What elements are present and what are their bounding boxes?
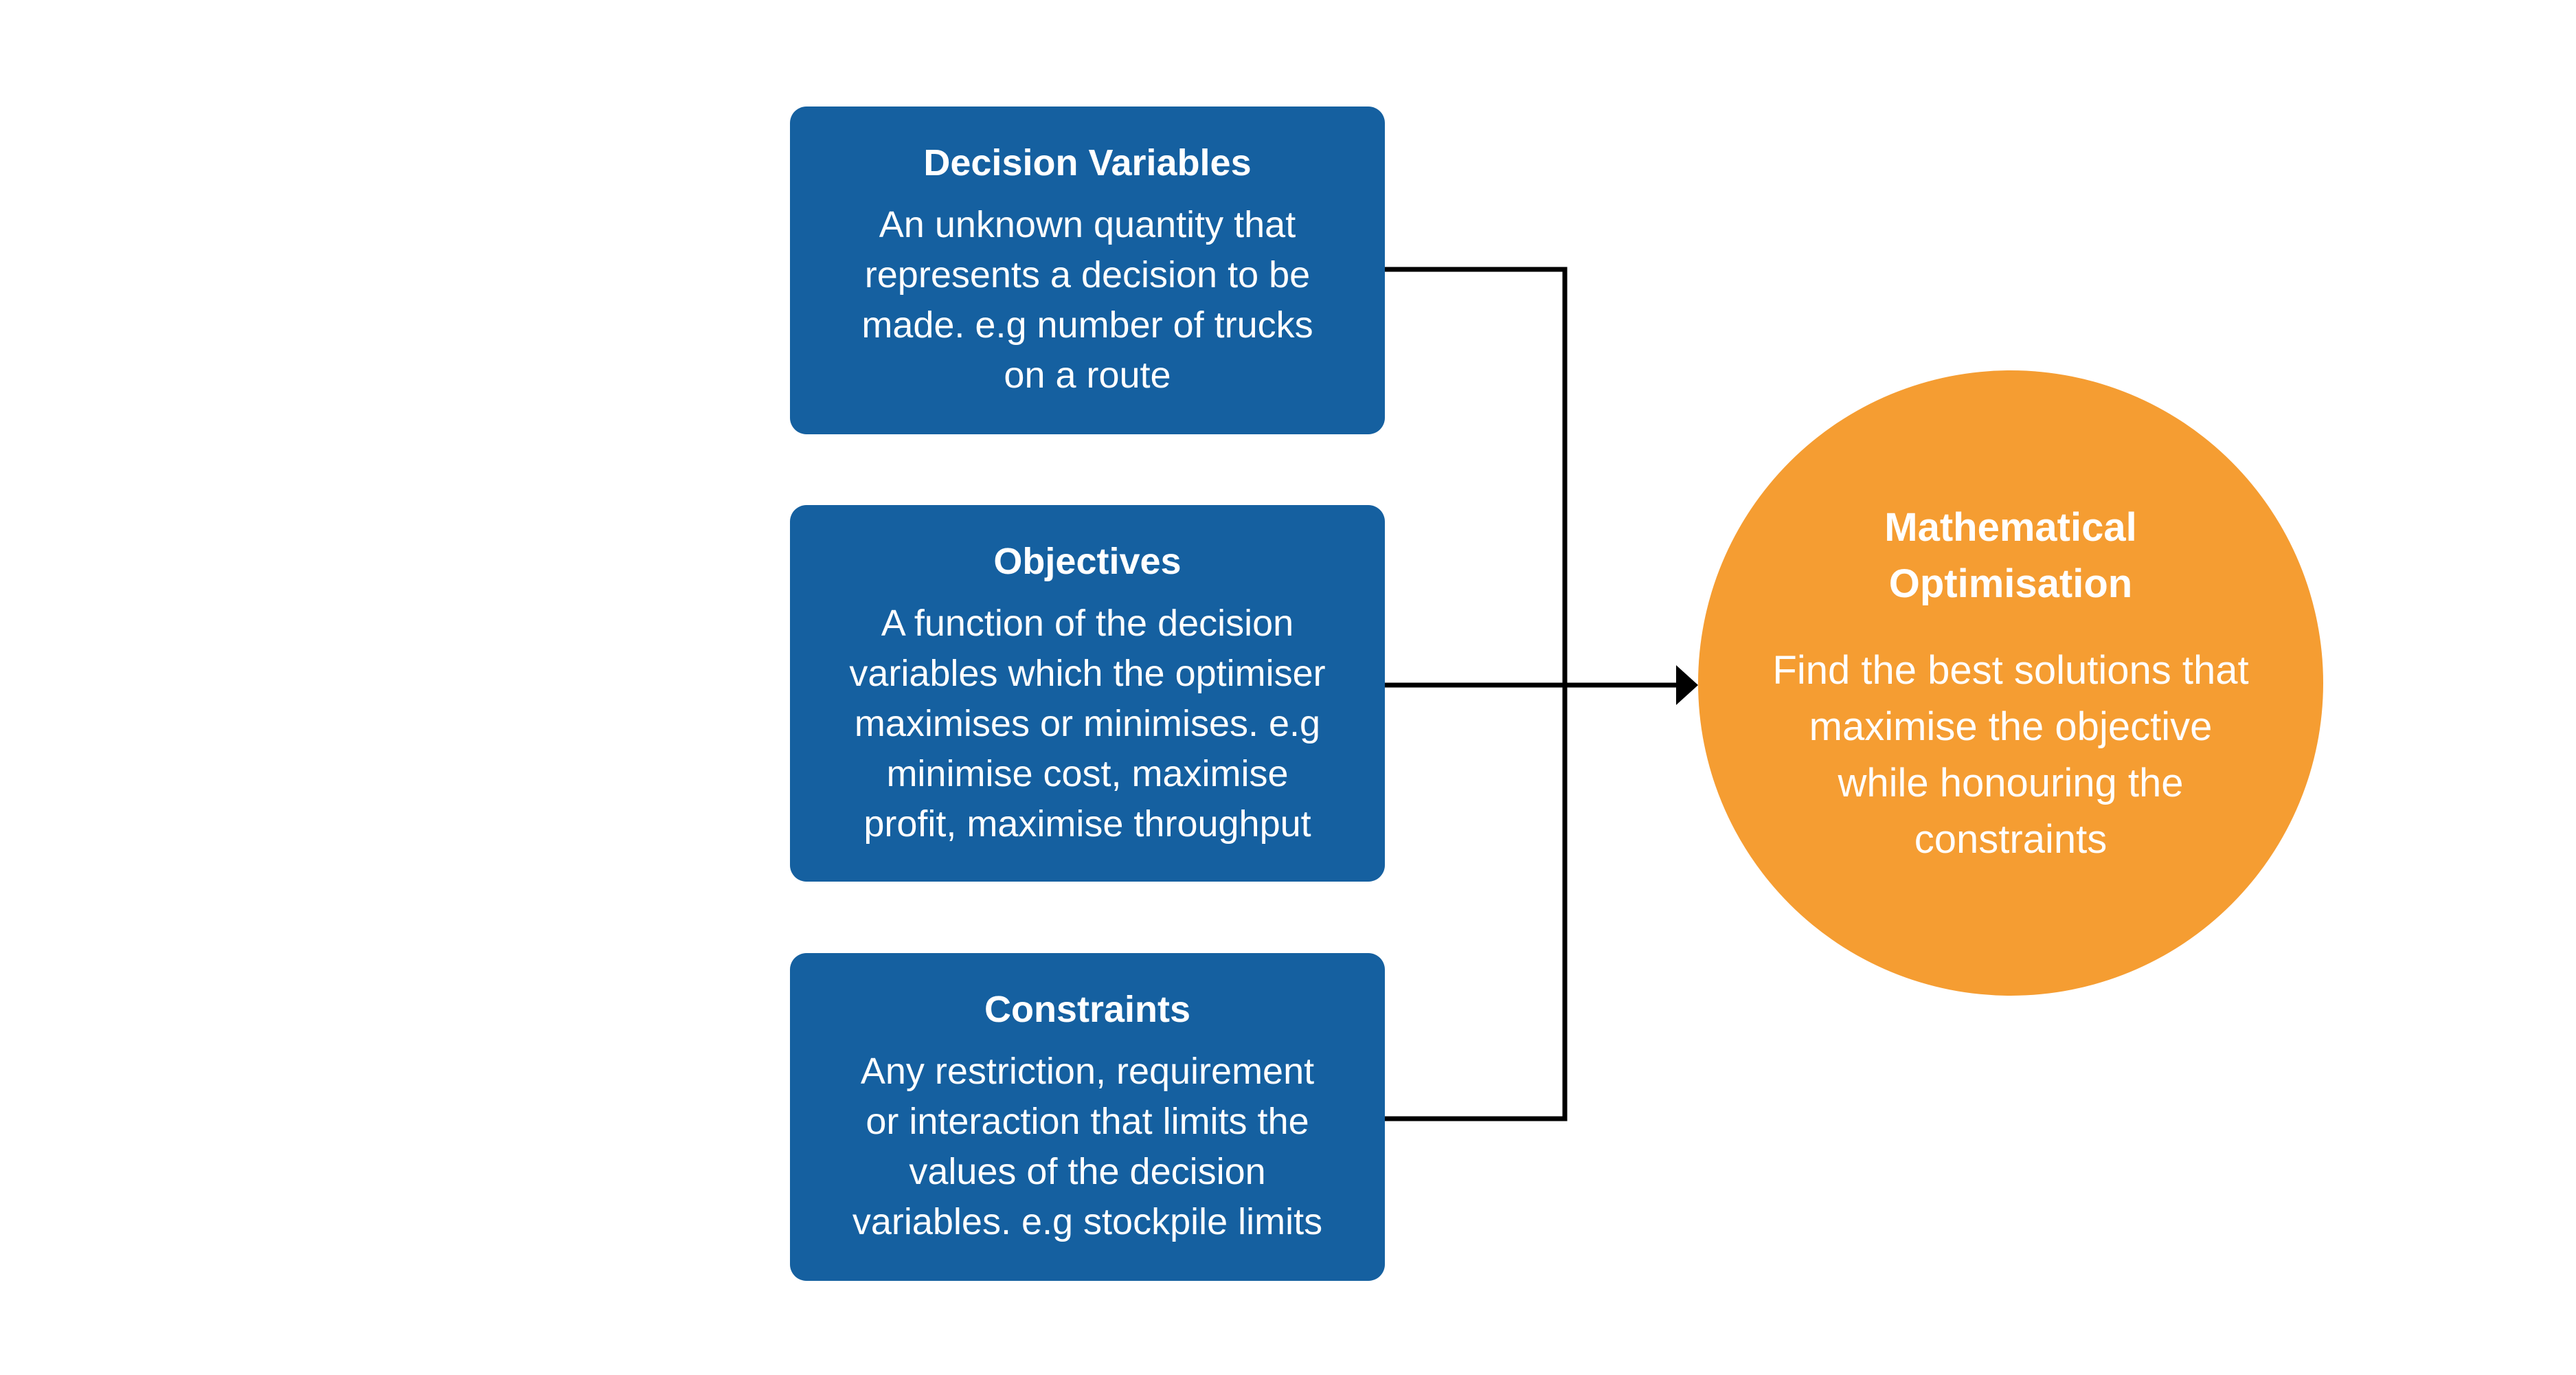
optimisation-line: maximise the objective — [1809, 704, 2213, 749]
decision-variables-line: made. e.g number of trucks — [861, 304, 1313, 346]
decision-variables-description: An unknown quantity that represents a de… — [817, 200, 1357, 401]
optimisation-line: while honouring the — [1838, 761, 2184, 805]
constraints-line: Any restriction, requirement — [860, 1051, 1315, 1092]
optimisation-title-line: Optimisation — [1888, 561, 2133, 606]
decision-variables-title: Decision Variables — [923, 142, 1252, 183]
objectives-line: A function of the decision — [881, 603, 1294, 644]
decision-variables-line: represents a decision to be — [864, 254, 1311, 295]
objectives-line: maximises or minimises. e.g — [854, 703, 1321, 744]
decision-variables-box: Decision Variables An unknown quantity t… — [790, 107, 1385, 434]
constraints-line: or interaction that limits the — [866, 1101, 1309, 1142]
optimisation-title: Mathematical Optimisation — [1739, 500, 2282, 612]
decision-variables-line: An unknown quantity that — [879, 204, 1296, 245]
objectives-line: variables which the optimiser — [849, 653, 1326, 694]
optimisation-title-line: Mathematical — [1884, 505, 2137, 550]
optimisation-description: Find the best solutions that maximise th… — [1739, 642, 2282, 868]
optimisation-line: Find the best solutions that — [1772, 648, 2249, 693]
constraints-line: variables. e.g stockpile limits — [852, 1201, 1323, 1242]
constraints-description: Any restriction, requirement or interact… — [817, 1047, 1357, 1247]
constraints-title: Constraints — [984, 989, 1191, 1030]
objectives-title: Objectives — [993, 541, 1182, 582]
constraints-box: Constraints Any restriction, requirement… — [790, 953, 1385, 1281]
optimisation-line: constraints — [1914, 817, 2108, 862]
decision-variables-line: on a route — [1004, 355, 1171, 396]
objectives-line: minimise cost, maximise — [886, 753, 1289, 794]
constraints-line: values of the decision — [909, 1151, 1266, 1192]
objectives-line: profit, maximise throughput — [863, 803, 1311, 845]
mathematical-optimisation-circle: Mathematical Optimisation Find the best … — [1698, 370, 2323, 996]
objectives-box: Objectives A function of the decision va… — [790, 505, 1385, 882]
arrowhead-icon — [1676, 665, 1698, 705]
objectives-description: A function of the decision variables whi… — [817, 599, 1357, 849]
